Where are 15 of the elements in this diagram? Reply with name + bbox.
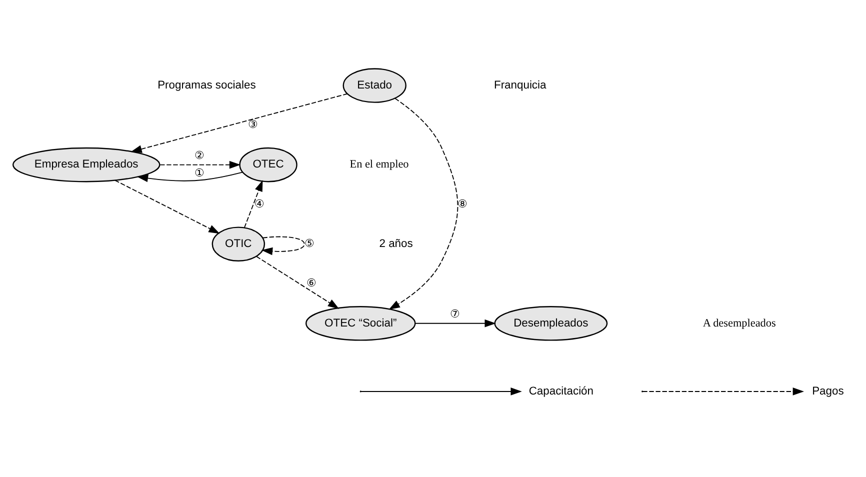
edge-label: ⑦ xyxy=(450,308,460,320)
label: En el empleo xyxy=(350,158,409,171)
edge-label: ② xyxy=(194,150,205,162)
label: 2 años xyxy=(379,238,413,250)
label: A desempleados xyxy=(702,317,776,330)
edge-label: ① xyxy=(194,168,205,180)
label: Franquicia xyxy=(494,79,546,92)
legend-label: Capacitación xyxy=(528,385,594,398)
edge-label: ③ xyxy=(248,119,258,132)
edge-label: ⑤ xyxy=(304,238,314,250)
label: Programas sociales xyxy=(158,79,256,92)
legend-label: Pagos xyxy=(812,385,844,398)
edge-label: ⑧ xyxy=(458,198,468,210)
edge-label: ⑥ xyxy=(306,278,317,290)
edge-label: ④ xyxy=(254,198,264,210)
